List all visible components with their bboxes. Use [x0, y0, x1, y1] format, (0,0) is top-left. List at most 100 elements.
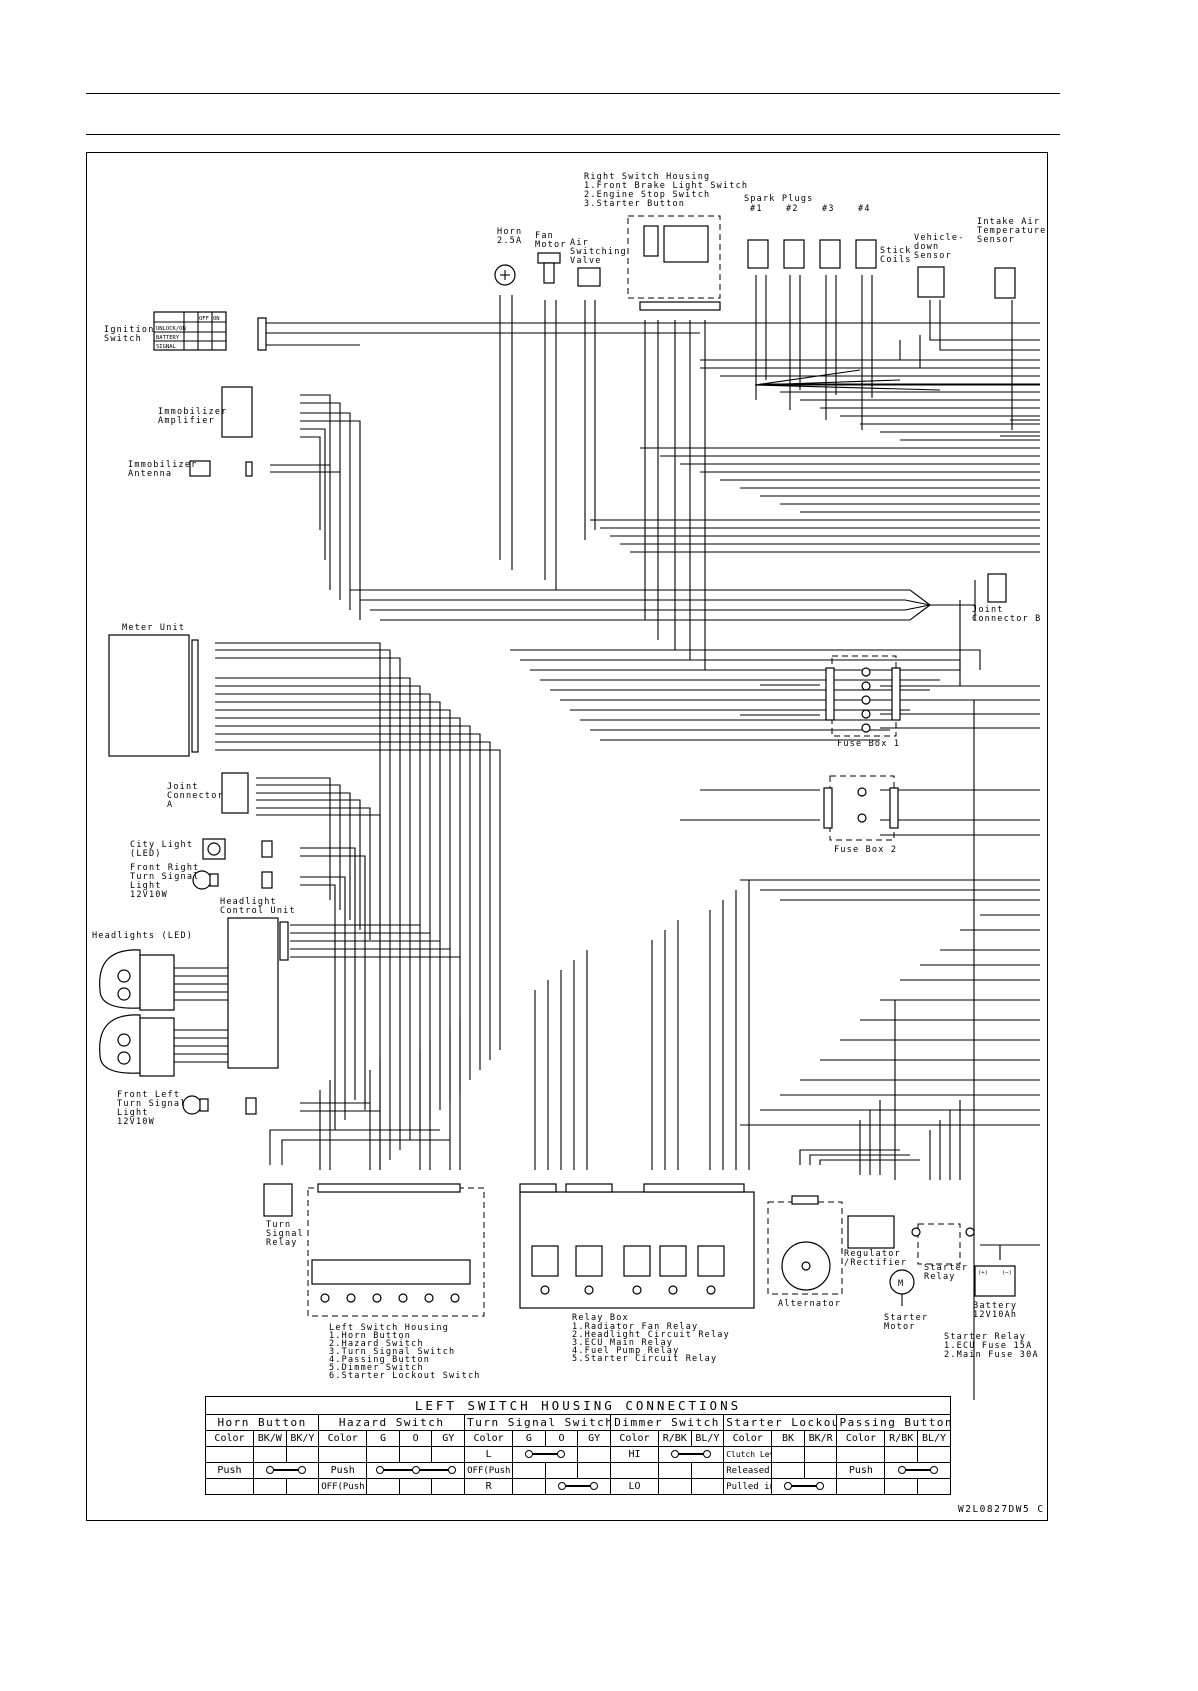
cell-empty	[252, 1478, 287, 1495]
iat-label-2: Temperature	[977, 226, 1047, 236]
immobilizer-antenna-label-1: Immobilizer	[128, 460, 198, 470]
conn-turn-l	[512, 1446, 579, 1463]
alternator-label: Alternator	[778, 1299, 841, 1309]
col-turn-o: O	[544, 1430, 579, 1447]
battery-minus: (−)	[1002, 1270, 1012, 1276]
col-dimmer-rbk: R/BK	[657, 1430, 692, 1447]
right-switch-item-3: 3.Starter Button	[584, 199, 685, 209]
col-turn-g: G	[512, 1430, 546, 1447]
tsr-label-2: Signal	[266, 1229, 304, 1239]
spark-plugs: Spark Plugs #1 #2 #3 #4 Stick Coils	[744, 194, 912, 269]
ignition-switch: UNLOCK/ON BATTERY SIGNAL OFF ON Ignition…	[104, 311, 267, 351]
group-lockout: Starter Lockout Switch	[723, 1414, 838, 1431]
ign-col-on: ON	[213, 316, 220, 322]
color-label: Color	[464, 1430, 514, 1447]
relay-box: Relay Box 1.Radiator Fan Relay 2.Headlig…	[519, 1183, 755, 1364]
conn-dimmer-hi	[657, 1446, 725, 1463]
city-light-label-2: (LED)	[130, 849, 162, 859]
connection-mark	[557, 1482, 598, 1490]
vds-label-3: Sensor	[914, 251, 952, 261]
jcb-label-2: Connector B	[972, 614, 1042, 624]
cell-empty	[771, 1446, 805, 1463]
headlights: Headlights (LED)	[92, 931, 228, 1077]
diagram-frame	[86, 152, 1048, 1521]
starter-relay-item-2: 2.Main Fuse 30A	[944, 1350, 1039, 1360]
connection-mark	[525, 1450, 566, 1458]
conn-passing-push	[884, 1462, 951, 1479]
cell-empty	[285, 1478, 320, 1495]
cell-empty	[884, 1478, 919, 1495]
ignition-switch-label-2: Switch	[104, 334, 142, 344]
lsh-item-3: 3.Turn Signal Switch	[329, 1347, 455, 1357]
fuse-box-1: Fuse Box 1	[825, 655, 901, 749]
lsh-item-4: 4.Passing Button	[329, 1355, 430, 1365]
relay-box-item-1: 1.Radiator Fan Relay	[572, 1322, 698, 1332]
starter-relay-label-1: Starter	[924, 1263, 968, 1273]
col-passing-bly: BL/Y	[917, 1430, 951, 1447]
col-passing-rbk: R/BK	[884, 1430, 919, 1447]
connection-mark	[897, 1466, 938, 1474]
front-right-turn-signal: Front Right Turn Signal Light 12V10W	[130, 863, 273, 900]
vds-label-1: Vehicle-	[914, 233, 965, 243]
cell-empty	[431, 1446, 466, 1463]
cell-empty	[690, 1462, 725, 1479]
starter-motor: M Starter Motor	[884, 1269, 928, 1332]
row-lockout-released: Released	[723, 1462, 773, 1479]
row-dimmer-hi: HI	[609, 1446, 659, 1463]
drawing-code: W2L0827DW5 C	[958, 1504, 1045, 1515]
relay-box-item-3: 3.ECU Main Relay	[572, 1338, 673, 1348]
starter-relay-label-2: Relay	[924, 1272, 956, 1282]
cell-empty	[318, 1446, 368, 1463]
spark-plug-1: #1	[750, 204, 763, 214]
col-hazard-o: O	[398, 1430, 433, 1447]
immobilizer-antenna: Immobilizer Antenna	[128, 460, 253, 479]
right-switch-item-2: 2.Engine Stop Switch	[584, 190, 710, 200]
spark-plugs-label: Spark Plugs	[744, 194, 814, 204]
lsh-item-6: 6.Starter Lockout Switch	[329, 1371, 481, 1381]
joint-connector-b: Joint Connector B	[972, 573, 1042, 624]
left-switch-housing: Left Switch Housing 1.Horn Button 2.Haza…	[307, 1183, 485, 1381]
cell-empty	[398, 1446, 433, 1463]
cell-empty	[577, 1462, 611, 1479]
left-switch-connections-table: LEFT SWITCH HOUSING CONNECTIONS Horn But…	[204, 1396, 951, 1495]
row-passing-push: Push	[836, 1462, 886, 1479]
relay-box-title: Relay Box	[572, 1313, 629, 1323]
city-light: City Light (LED)	[130, 838, 273, 860]
meter-unit-label: Meter Unit	[122, 623, 185, 633]
cell-empty	[285, 1446, 320, 1463]
connection-mark	[784, 1482, 825, 1490]
col-turn-gy: GY	[577, 1430, 611, 1447]
cell-empty	[657, 1478, 692, 1495]
row-hazard-push: Push	[318, 1462, 368, 1479]
starter-motor-label-1: Starter	[884, 1313, 928, 1323]
stick-coils-label-2: Coils	[880, 255, 912, 265]
regulator-label-1: Regulator	[844, 1249, 901, 1259]
header-rule-top	[86, 93, 1060, 94]
iat-label-3: Sensor	[977, 235, 1015, 245]
right-switch-housing: Right Switch Housing 1.Front Brake Light…	[584, 172, 748, 311]
cell-empty	[836, 1478, 886, 1495]
cell-empty	[205, 1446, 254, 1463]
color-label: Color	[205, 1430, 254, 1447]
joint-connector-a: Joint Connector A	[167, 772, 249, 814]
conn-horn-push	[252, 1462, 320, 1479]
col-hazard-g: G	[366, 1430, 400, 1447]
group-dimmer: Dimmer Switch	[609, 1414, 725, 1431]
spark-plug-4: #4	[858, 204, 871, 214]
ign-row-1: UNLOCK/ON	[156, 326, 186, 332]
starter-relay-title: Starter Relay	[944, 1332, 1026, 1342]
cell-empty	[690, 1478, 725, 1495]
intake-air-sensor: Intake Air Temperature Sensor	[977, 217, 1047, 299]
cell-empty	[803, 1446, 838, 1463]
spark-plug-2: #2	[786, 204, 799, 214]
wire-harness	[215, 275, 1040, 1400]
battery: (+) (−) Battery 12V10Ah	[973, 1265, 1016, 1320]
tsr-label-3: Relay	[266, 1238, 298, 1248]
right-switch-item-1: 1.Front Brake Light Switch	[584, 181, 748, 191]
cell-empty	[252, 1446, 287, 1463]
flt-rating: 12V10W	[117, 1117, 155, 1127]
air-valve-label-3: Valve	[570, 256, 602, 266]
fuse-box-1-label: Fuse Box 1	[837, 739, 900, 749]
color-label: Color	[836, 1430, 886, 1447]
table-title: LEFT SWITCH HOUSING CONNECTIONS	[205, 1396, 951, 1415]
